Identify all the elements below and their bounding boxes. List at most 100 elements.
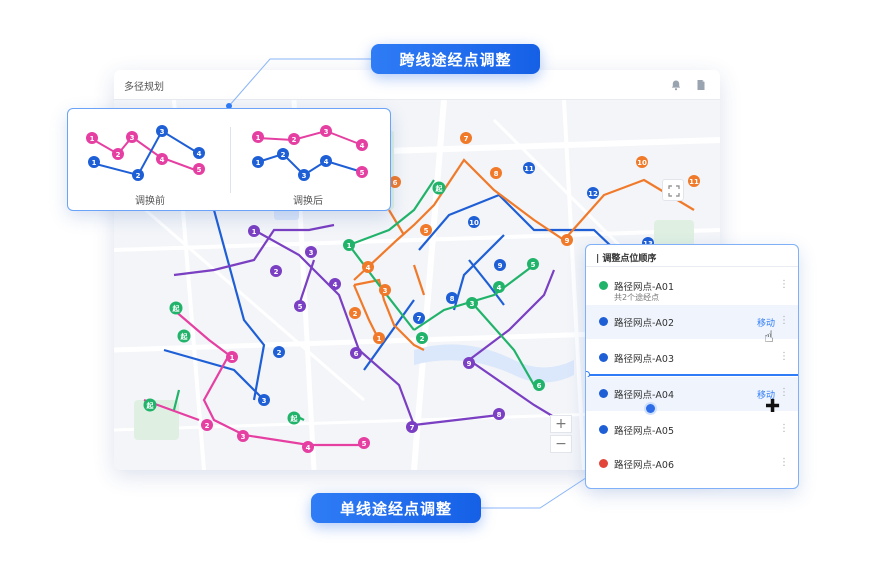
- purple-waypoint[interactable]: 8: [493, 408, 505, 420]
- svg-text:1: 1: [252, 228, 257, 236]
- blue-waypoint[interactable]: 3: [258, 394, 270, 406]
- title-divider: [586, 266, 798, 267]
- green-waypoint[interactable]: 3: [466, 297, 478, 309]
- move-button[interactable]: 移动: [757, 319, 776, 329]
- pink-waypoint[interactable]: 2: [201, 419, 213, 431]
- blue-waypoint[interactable]: 7: [413, 312, 425, 324]
- waypoint-label: 路径网点-A05: [614, 426, 675, 437]
- green-waypoint[interactable]: 6: [533, 379, 545, 391]
- svg-text:4: 4: [160, 156, 165, 164]
- blue-waypoint[interactable]: 10: [468, 216, 480, 228]
- orange-waypoint[interactable]: 1: [373, 332, 385, 344]
- svg-text:5: 5: [531, 261, 536, 269]
- window-header: 多径规划: [114, 70, 720, 100]
- green-waypoint[interactable]: 4: [493, 281, 505, 293]
- purple-waypoint[interactable]: 6: [350, 347, 362, 359]
- cross-line-callout: 跨线途经点调整: [371, 44, 540, 74]
- list-item[interactable]: 路径网点-A06 ⋮: [586, 447, 798, 481]
- svg-text:3: 3: [470, 300, 475, 308]
- start-marker[interactable]: 起: [169, 301, 183, 315]
- svg-text:5: 5: [362, 440, 367, 448]
- document-icon[interactable]: [695, 79, 707, 91]
- orange-waypoint[interactable]: 11: [688, 175, 700, 187]
- blue-waypoint[interactable]: 12: [587, 187, 599, 199]
- drag-target-dot: [646, 404, 655, 413]
- move-button[interactable]: 移动: [757, 391, 776, 401]
- svg-text:2: 2: [136, 172, 141, 180]
- blue-waypoint[interactable]: 9: [494, 259, 506, 271]
- purple-waypoint[interactable]: 2: [270, 265, 282, 277]
- orange-waypoint[interactable]: 5: [420, 224, 432, 236]
- purple-waypoint[interactable]: 7: [406, 421, 418, 433]
- start-marker[interactable]: 起: [177, 329, 191, 343]
- list-item[interactable]: 路径网点-A05 ⋮: [586, 413, 798, 447]
- svg-text:起: 起: [290, 414, 299, 423]
- svg-text:2: 2: [281, 151, 286, 159]
- orange-waypoint[interactable]: 8: [490, 167, 502, 179]
- fullscreen-button[interactable]: [662, 179, 684, 201]
- start-marker[interactable]: 起: [287, 411, 301, 425]
- drag-handle-icon[interactable]: ⋮: [779, 279, 789, 290]
- svg-text:5: 5: [298, 303, 303, 311]
- green-waypoint[interactable]: 5: [527, 258, 539, 270]
- orange-waypoint[interactable]: 10: [636, 156, 648, 168]
- zoom-out-button[interactable]: −: [550, 435, 572, 453]
- zoom-in-button[interactable]: +: [550, 415, 572, 433]
- svg-text:1: 1: [90, 135, 95, 143]
- purple-waypoint[interactable]: 4: [329, 278, 341, 290]
- drop-indicator: [586, 374, 798, 376]
- orange-waypoint[interactable]: 9: [561, 234, 573, 246]
- purple-waypoint[interactable]: 5: [294, 300, 306, 312]
- blue-waypoint[interactable]: 2: [273, 346, 285, 358]
- move-cursor-icon: ✚: [765, 396, 781, 417]
- orange-waypoint[interactable]: 4: [362, 261, 374, 273]
- expand-icon: [668, 185, 680, 197]
- green-waypoint[interactable]: 1: [343, 239, 355, 251]
- orange-waypoint[interactable]: 7: [460, 132, 472, 144]
- swap-comparison-panel: 1 2 3 4 5 1 2 3 4 1 2 3 4 5 1 2 3: [67, 108, 391, 211]
- svg-text:起: 起: [146, 401, 155, 410]
- panel-title: | 调整点位顺序: [596, 254, 657, 264]
- bell-icon[interactable]: [670, 79, 682, 91]
- drag-handle-icon[interactable]: ⋮: [779, 351, 789, 362]
- blue-waypoint[interactable]: 11: [523, 162, 535, 174]
- list-item[interactable]: 路径网点-A01 共2个途经点 ⋮: [586, 269, 798, 303]
- svg-text:2: 2: [292, 136, 297, 144]
- waypoint-count: 共2个途经点: [614, 293, 660, 302]
- purple-waypoint[interactable]: 3: [305, 246, 317, 258]
- drag-handle-icon[interactable]: ⋮: [779, 423, 789, 434]
- svg-text:3: 3: [324, 128, 329, 136]
- blue-waypoint[interactable]: 8: [446, 292, 458, 304]
- purple-waypoint[interactable]: 1: [248, 225, 260, 237]
- list-item[interactable]: 路径网点-A04 移动 ⋮: [586, 377, 798, 411]
- pink-waypoint[interactable]: 3: [237, 430, 249, 442]
- pink-waypoint[interactable]: 1: [226, 351, 238, 363]
- orange-waypoint[interactable]: 3: [379, 284, 391, 296]
- swap-diagram: 1 2 3 4 5 1 2 3 4 1 2 3 4 5 1 2 3: [86, 125, 368, 181]
- pink-waypoint[interactable]: 4: [302, 441, 314, 453]
- green-waypoint[interactable]: 2: [416, 332, 428, 344]
- pink-waypoint[interactable]: 5: [358, 437, 370, 449]
- svg-text:4: 4: [306, 444, 311, 452]
- orange-waypoint[interactable]: 2: [349, 307, 361, 319]
- map-markers: 起 起 起 起 起 2 3 7 8 9 10 11 12 13 1 2 3 4 …: [143, 132, 700, 453]
- svg-text:9: 9: [498, 262, 503, 270]
- single-line-callout: 单线途经点调整: [311, 493, 481, 523]
- start-marker[interactable]: 起: [432, 181, 446, 195]
- start-icon: [599, 281, 608, 290]
- svg-text:3: 3: [130, 134, 135, 142]
- drag-handle-icon[interactable]: ⋮: [779, 457, 789, 468]
- svg-text:11: 11: [524, 165, 534, 173]
- drag-handle-icon[interactable]: ⋮: [779, 315, 789, 326]
- orange-waypoint[interactable]: 6: [389, 176, 401, 188]
- list-item[interactable]: 路径网点-A02 移动 ⋮: [586, 305, 798, 339]
- purple-waypoint[interactable]: 9: [463, 357, 475, 369]
- start-marker[interactable]: 起: [143, 398, 157, 412]
- waypoint-icon: [599, 425, 608, 434]
- after-label: 调换后: [293, 196, 323, 207]
- svg-text:1: 1: [92, 159, 97, 167]
- drag-handle-icon[interactable]: ⋮: [779, 387, 789, 398]
- svg-text:2: 2: [353, 310, 358, 318]
- list-item[interactable]: 路径网点-A03 ⋮: [586, 341, 798, 375]
- svg-text:4: 4: [497, 284, 502, 292]
